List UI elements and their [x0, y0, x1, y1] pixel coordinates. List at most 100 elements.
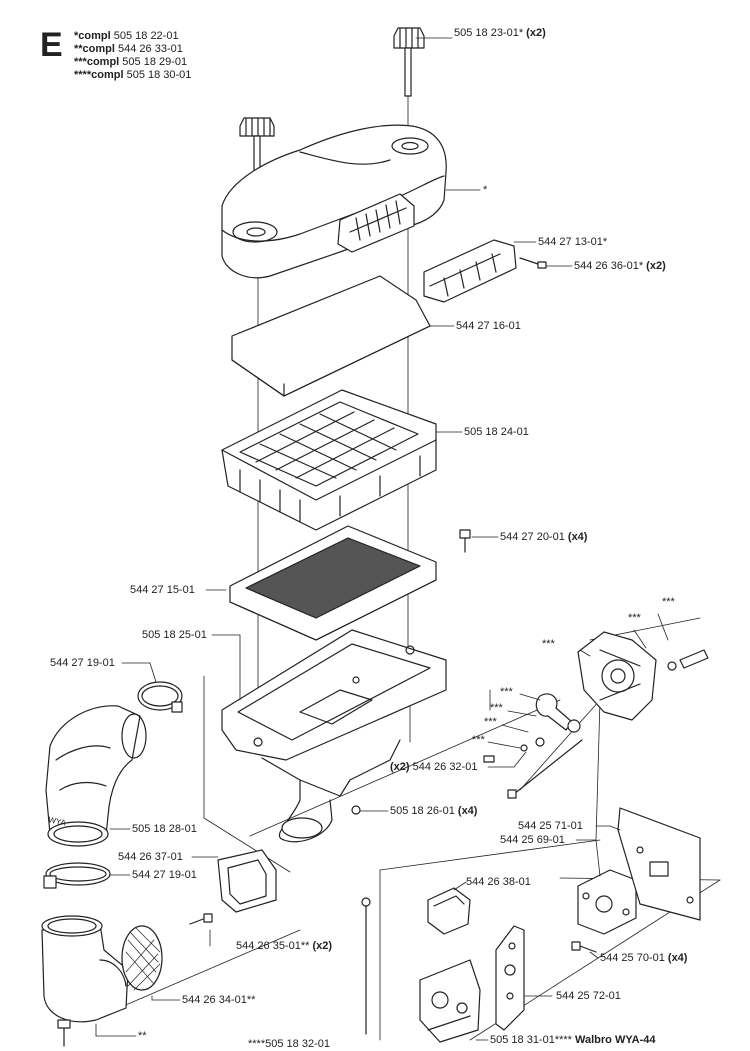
part-number: 505 18 26-01 — [390, 805, 455, 817]
part-number: 505 18 25-01 — [142, 629, 207, 641]
clamp-top — [137, 681, 183, 713]
part-number: 544 26 32-01 — [409, 761, 478, 773]
callout-adapter-gasket: 544 25 71-01 — [518, 820, 583, 833]
part-number: *** — [472, 734, 485, 746]
callout-main-filter: 544 27 15-01 — [130, 584, 195, 597]
carb-gasket — [495, 925, 525, 1031]
washers — [483, 737, 545, 763]
filter-base — [221, 629, 447, 843]
part-number: 544 27 20-01 — [500, 531, 565, 543]
legend-marker: ***compl — [74, 56, 120, 68]
callout-cover-screw: 544 26 36-01* (x2) — [574, 260, 666, 273]
part-number: 544 25 72-01 — [556, 990, 621, 1002]
adapter-gasket — [617, 807, 701, 921]
part-number: * — [483, 184, 488, 196]
mount-plate — [577, 631, 657, 721]
filter-screw — [459, 529, 471, 553]
legend-row: ***compl 505 18 29-01 — [74, 56, 191, 69]
callout-star-a: *** — [662, 596, 675, 609]
callout-carburetor: 505 18 31-01**** Walbro WYA-44 — [490, 1034, 656, 1047]
part-number: 544 26 38-01 — [466, 876, 531, 888]
part-number: 544 27 13-01* — [538, 236, 608, 248]
callout-carb-gasket: 544 25 72-01 — [556, 990, 621, 1003]
callout-gasket: 544 26 37-01 — [118, 851, 183, 864]
gasket — [217, 849, 277, 913]
part-number: ****505 18 32-01 — [248, 1038, 330, 1050]
callout-rod: ****505 18 32-01 — [248, 1038, 330, 1051]
prefilter-pad — [231, 275, 431, 397]
callout-long-bolt: (x2) 544 26 32-01 — [390, 761, 477, 774]
part-number: *** — [542, 638, 555, 650]
part-number: 544 27 19-01 — [50, 657, 115, 669]
intake-screw — [57, 1019, 71, 1047]
air-filter-cover — [221, 124, 447, 279]
callout-star-g: *** — [472, 734, 485, 747]
part-number: 505 18 24-01 — [464, 426, 529, 438]
part-number: 505 18 23-01* — [454, 27, 524, 39]
part-number: 544 26 37-01 — [118, 851, 183, 863]
kit-legend: *compl 505 18 22-01 **compl 544 26 33-01… — [74, 30, 191, 82]
legend-marker: *compl — [74, 30, 111, 42]
callout-star-b: *** — [628, 612, 641, 625]
part-number: ** — [138, 1030, 147, 1042]
callout-star-d: *** — [500, 686, 513, 699]
callout-star-f: *** — [484, 716, 497, 729]
part-number: *** — [484, 716, 497, 728]
callout-gasket-screw: 544 26 35-01** (x2) — [236, 940, 332, 953]
callout-cover: * — [483, 184, 487, 197]
elbow-hose — [45, 705, 147, 847]
intake-housing — [41, 915, 129, 1023]
long-bolt — [507, 739, 583, 799]
part-number: 544 26 35-01** — [236, 940, 310, 952]
part-number: *** — [490, 702, 503, 714]
fuel-fitting — [667, 649, 709, 671]
carburetor-body — [419, 959, 481, 1043]
callout-clamp-bottom: 544 27 19-01 — [132, 869, 197, 882]
callout-star-e: *** — [490, 702, 503, 715]
part-number: 544 25 70-01 — [600, 952, 665, 964]
callout-star-c: *** — [542, 638, 555, 651]
legend-row: **compl 544 26 33-01 — [74, 43, 191, 56]
legend-part: 505 18 22-01 — [110, 30, 179, 42]
part-number: 544 27 19-01 — [132, 869, 197, 881]
quantity: (x2) — [309, 940, 333, 952]
part-number: *** — [628, 612, 641, 624]
callout-screw-x4: 544 27 20-01 (x4) — [500, 531, 587, 544]
legend-row: *compl 505 18 22-01 — [74, 30, 191, 43]
quantity: (x2) — [523, 27, 546, 39]
quantity: (x4) — [664, 952, 688, 964]
part-number: 505 18 31-01**** — [490, 1034, 572, 1046]
part-number: 544 26 34-01** — [182, 994, 256, 1006]
part-number: 544 27 15-01 — [130, 584, 195, 596]
round-screen — [121, 925, 163, 991]
callout-elbow-hose: 505 18 28-01 — [132, 823, 197, 836]
callout-clamp-top: 544 27 19-01 — [50, 657, 115, 670]
leader-lines — [95, 37, 669, 1041]
part-number: 544 27 16-01 — [456, 320, 521, 332]
callout-filter-frame: 505 18 24-01 — [464, 426, 529, 439]
callout-base-screw: 505 18 26-01 (x4) — [390, 805, 477, 818]
callout-filter-base: 505 18 25-01 — [142, 629, 207, 642]
section-letter: E — [40, 26, 63, 64]
callout-knob-right: 505 18 23-01* (x2) — [454, 27, 546, 40]
callout-screen: 544 26 34-01** — [182, 994, 255, 1007]
callout-prefilter: 544 27 16-01 — [456, 320, 521, 333]
quantity: (x2) — [390, 761, 410, 773]
quantity: (x2) — [643, 260, 666, 272]
callout-intake-marker: ** — [138, 1030, 147, 1043]
main-filter — [229, 525, 437, 641]
quantity: (x4) — [454, 805, 478, 817]
carb-cap — [427, 887, 471, 935]
legend-marker: ****compl — [74, 69, 124, 81]
part-number: 544 25 71-01 — [518, 820, 583, 832]
rod — [361, 897, 371, 1035]
callout-cover-insert: 544 27 13-01* — [538, 236, 607, 249]
base-screw — [351, 805, 361, 815]
legend-marker: **compl — [74, 43, 115, 55]
gasket-screw — [189, 913, 213, 925]
part-number: 505 18 28-01 — [132, 823, 197, 835]
part-number: *** — [500, 686, 513, 698]
legend-part: 505 18 29-01 — [119, 56, 188, 68]
knob-left — [239, 117, 275, 175]
model-name: Walbro WYA-44 — [571, 1034, 656, 1046]
